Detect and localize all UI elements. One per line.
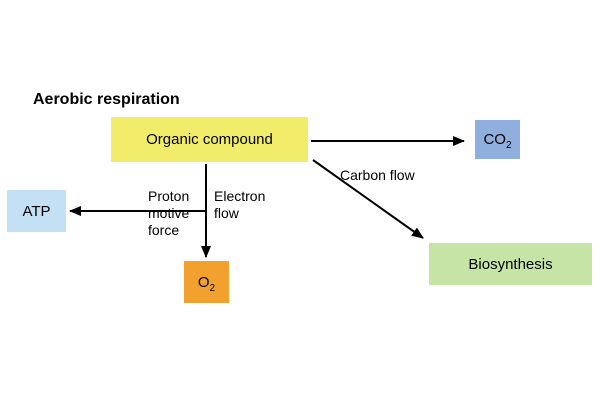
atp-box: ATP [7, 190, 66, 232]
organic-compound-box: Organic compound [111, 117, 308, 162]
organic-compound-label: Organic compound [146, 131, 273, 148]
carbon-flow-label: Carbon flow [340, 167, 415, 183]
proton-label-line-2: motive [148, 205, 190, 221]
proton-label-line-3: force [148, 222, 180, 238]
electron-label-line-1: Electron [214, 188, 266, 204]
co2-box: CO2 [475, 120, 520, 159]
diagram-title: Aerobic respiration [33, 91, 180, 108]
biosynthesis-box: Biosynthesis [429, 243, 592, 285]
o2-box: O2 [184, 261, 229, 303]
biosynthesis-label: Biosynthesis [468, 255, 553, 273]
o2-label: O2 [197, 273, 216, 294]
arrow-to-biosynthesis [312, 159, 424, 239]
electron-flow-label: Electron flow [214, 188, 265, 222]
proton-label-line-1: Proton [148, 188, 190, 204]
electron-label-line-2: flow [214, 205, 239, 221]
co2-subscript: 2 [505, 140, 512, 151]
o2-subscript: 2 [209, 282, 216, 294]
proton-motive-force-label: Proton motive force [148, 188, 189, 239]
co2-label: CO2 [483, 131, 512, 151]
atp-label: ATP [22, 202, 51, 220]
